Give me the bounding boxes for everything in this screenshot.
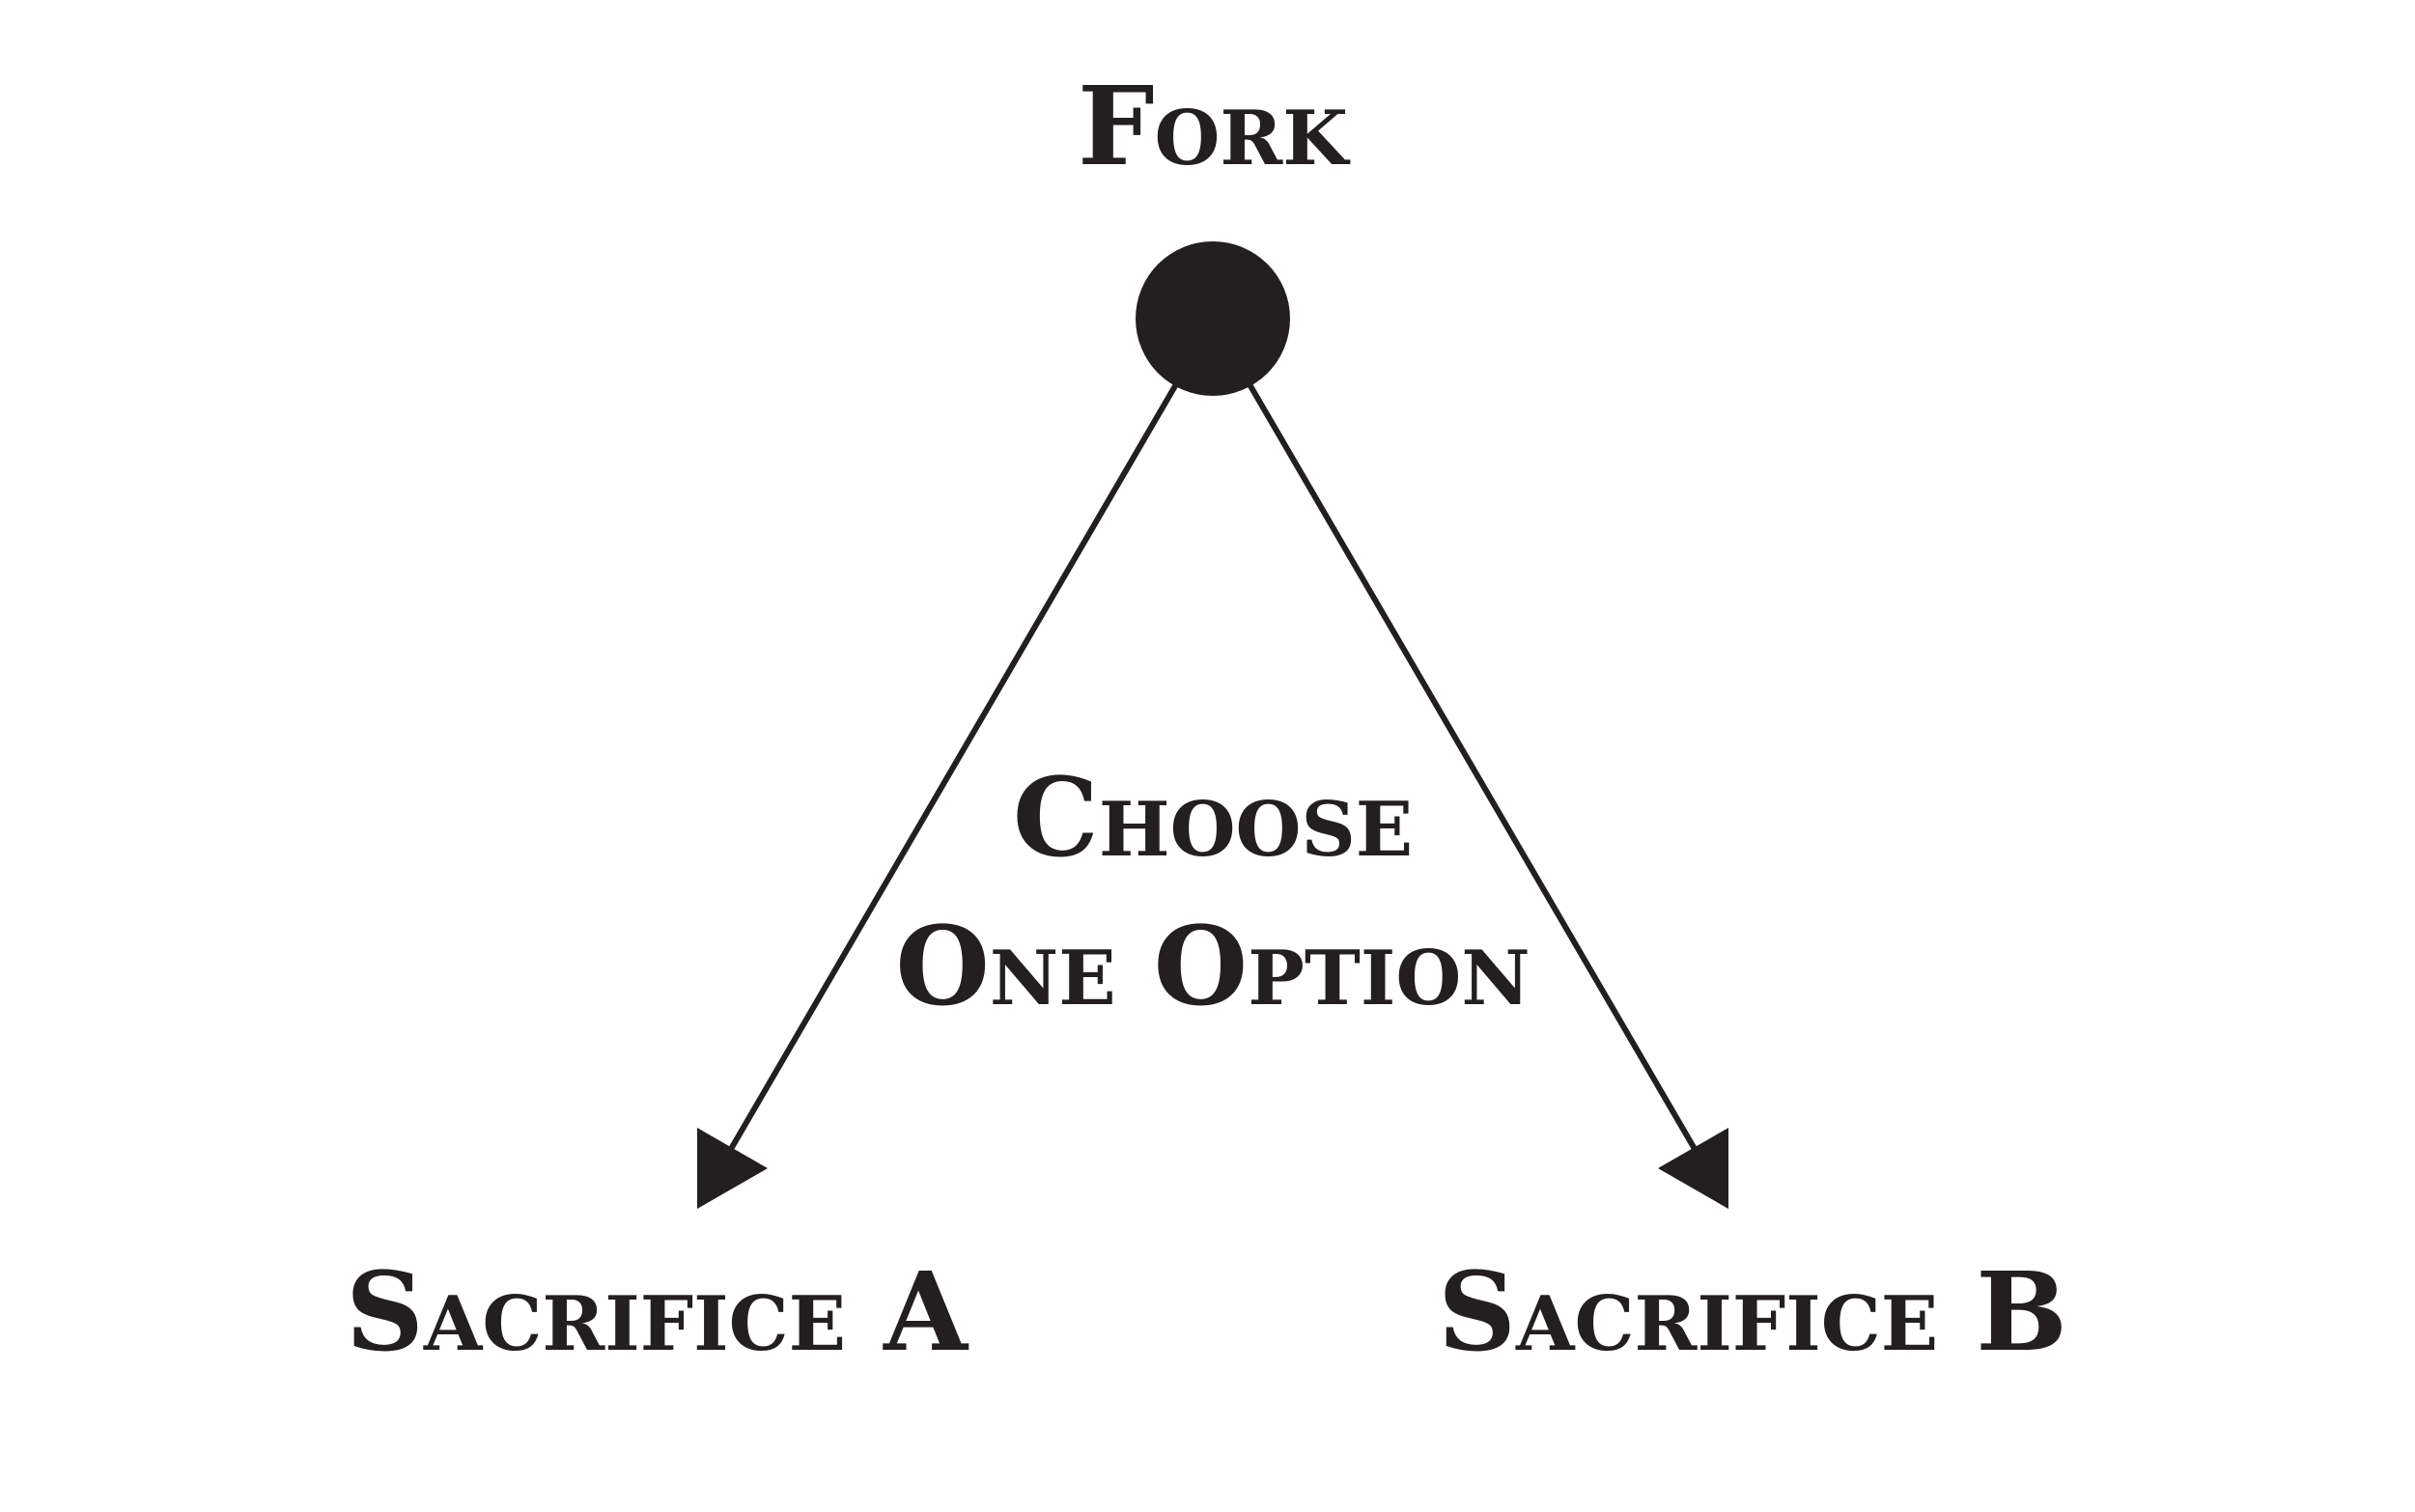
sacrifice-b-label: Sacrifice B	[1438, 1249, 2067, 1376]
sacrifice-a-label: Sacrifice A	[346, 1249, 969, 1376]
right-arrowhead-icon	[1658, 1128, 1728, 1209]
left-branch-line	[728, 382, 1179, 1151]
center-label-line2: One Option	[895, 904, 1530, 1030]
right-branch-line	[1247, 382, 1698, 1151]
left-arrowhead-icon	[697, 1128, 768, 1209]
fork-label: Fork	[1078, 64, 1351, 190]
center-label-line1: Choose	[1013, 755, 1414, 882]
fork-node-icon	[1136, 241, 1290, 396]
